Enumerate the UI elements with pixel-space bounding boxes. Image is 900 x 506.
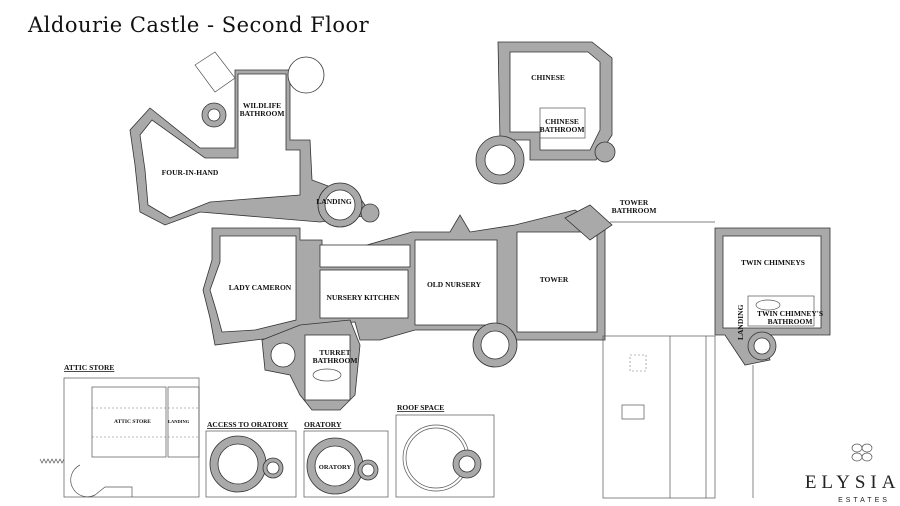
brand-tagline: ESTATES <box>838 497 890 504</box>
svg-text:BATHROOM: BATHROOM <box>768 317 813 326</box>
oratory-inset: ORATORY ORATORY <box>303 420 389 498</box>
butterfly-icon <box>851 443 873 462</box>
attic-landing-label: LANDING <box>168 419 190 424</box>
svg-text:BATHROOM: BATHROOM <box>313 356 358 365</box>
east-wing <box>714 227 831 366</box>
svg-text:BATHROOM: BATHROOM <box>540 125 585 134</box>
oratory-room-label: ORATORY <box>319 464 352 471</box>
attic-store-room-label: ATTIC STORE <box>114 419 151 425</box>
tower-bathroom-label: TOWER <box>620 198 649 207</box>
roof-space-heading: ROOF SPACE <box>397 403 444 412</box>
west-wing <box>129 51 380 228</box>
svg-text:BATHROOM: BATHROOM <box>240 109 285 118</box>
wildlife-bathroom-label: WILDLIFE <box>243 101 281 110</box>
tower-label: TOWER <box>540 275 569 284</box>
four-in-hand-label: FOUR-IN-HAND <box>162 168 219 177</box>
oratory-heading: ORATORY <box>304 420 342 429</box>
roof-area <box>602 221 754 499</box>
central-block <box>202 204 613 411</box>
attic-store-heading: ATTIC STORE <box>64 363 114 372</box>
chinese-wing <box>475 41 616 185</box>
access-to-oratory-heading: ACCESS TO ORATORY <box>207 420 289 429</box>
landing-label: LANDING <box>316 197 352 206</box>
brand-name: ELYSIAN <box>805 472 900 493</box>
access-to-oratory-inset: ACCESS TO ORATORY <box>205 420 297 498</box>
attic-store-inset: ATTIC STORE ATTIC STORE LANDING <box>39 363 200 498</box>
elysian-logo: ELYSIAN ESTATES <box>805 443 900 504</box>
turret-bathroom-label: TURRET <box>319 348 350 357</box>
chinese-label: CHINESE <box>531 73 565 82</box>
nursery-kitchen-label: NURSERY KITCHEN <box>326 293 400 302</box>
scale-mark <box>39 458 65 464</box>
room-labels: WILDLIFE BATHROOM FOUR-IN-HAND LANDING C… <box>162 73 823 365</box>
twin-chimneys-label: TWIN CHIMNEYS <box>741 258 805 267</box>
roof-space-inset: ROOF SPACE <box>395 403 495 498</box>
chinese-bathroom-label: CHINESE <box>545 117 579 126</box>
plan-title: Aldourie Castle - Second Floor <box>27 13 370 37</box>
old-nursery-label: OLD NURSERY <box>427 280 482 289</box>
svg-text:BATHROOM: BATHROOM <box>612 206 657 215</box>
lady-cameron-label: LADY CAMERON <box>229 283 292 292</box>
twin-chimneys-bathroom-label: TWIN CHIMNEY'S <box>757 309 823 318</box>
east-landing-label: LANDING <box>736 304 745 340</box>
